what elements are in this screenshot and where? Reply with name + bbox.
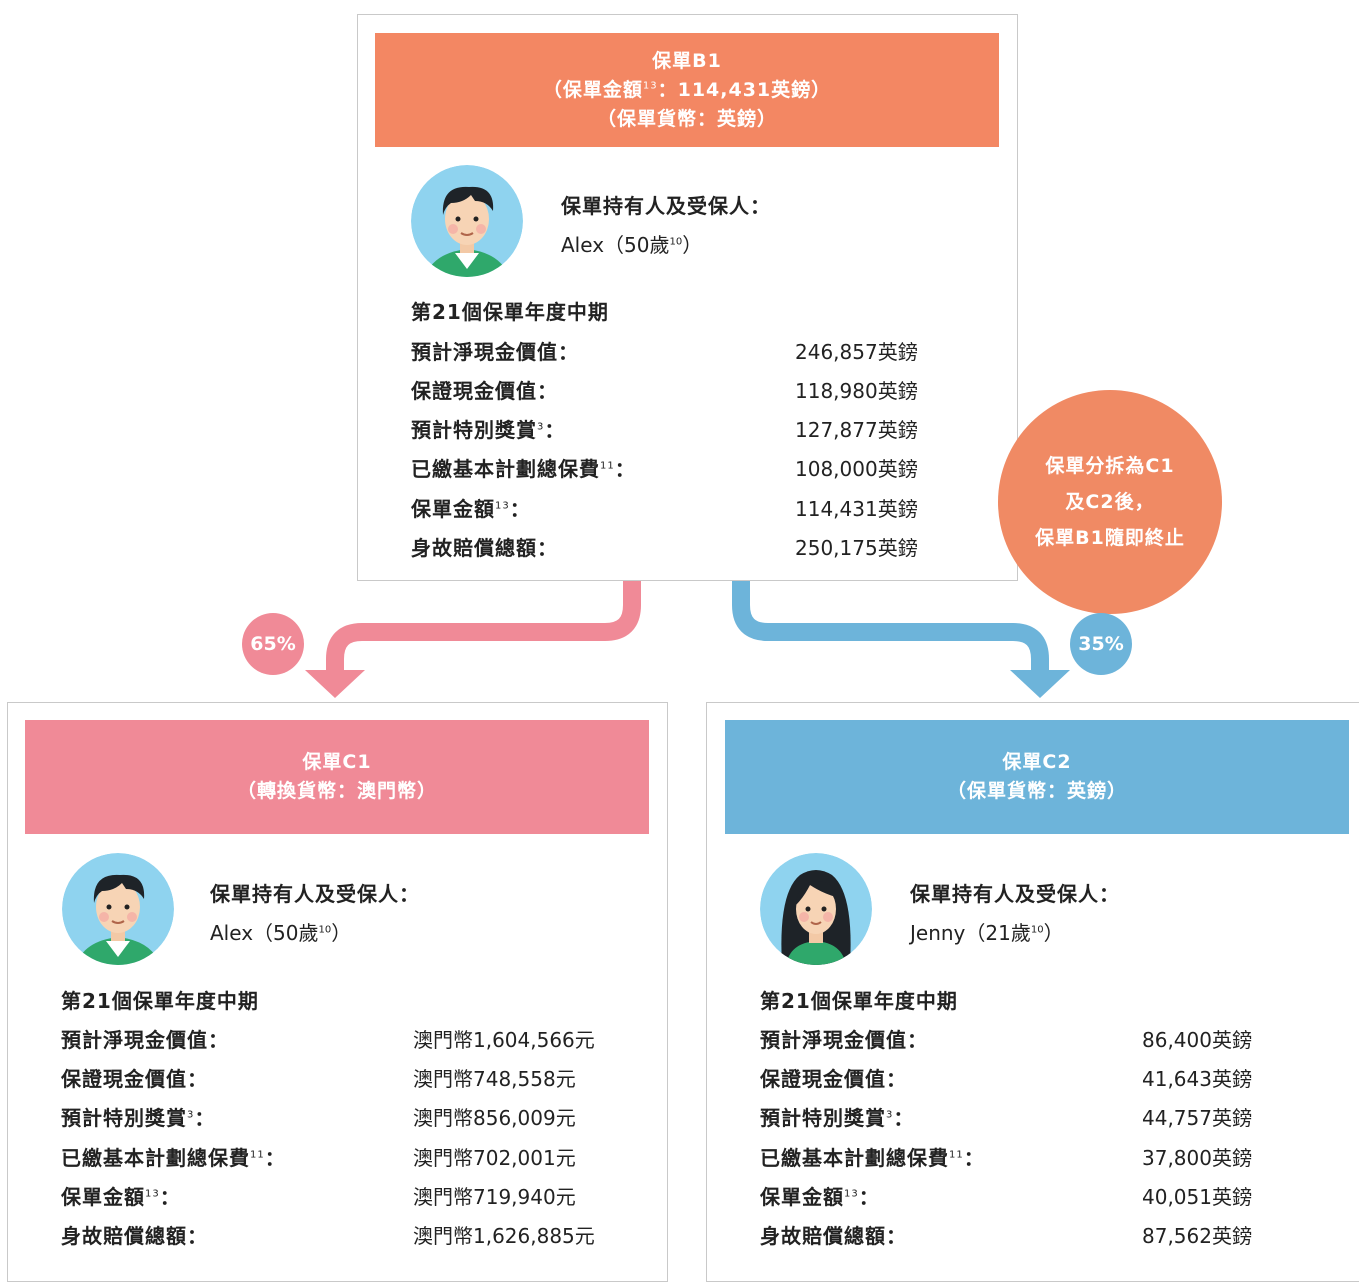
c1-row-sum: 保單金額13： 澳門幣719,940元 [61,1181,621,1211]
split-note-circle: 保單分拆為C1 及C2後， 保單B1隨即終止 [998,390,1222,614]
c1-net-cash-value: 澳門幣1,604,566元 [413,1028,595,1052]
c1-death-value: 澳門幣1,626,885元 [413,1224,595,1248]
c2-row-sum: 保單金額13： 40,051英鎊 [760,1181,1320,1211]
c2-row-guaranteed-cash: 保證現金價值： 41,643英鎊 [760,1063,1320,1093]
policy-c1-banner: 保單C1 （轉換貨幣：澳門幣） [25,720,649,834]
man-avatar-icon [62,853,174,965]
b1-row-death: 身故賠償總額： 250,175英鎊 [411,532,931,562]
b1-special-bonus-value: 127,877英鎊 [795,418,918,442]
b1-row-premium: 已繳基本計劃總保費11： 108,000英鎊 [411,453,931,483]
c2-currency: （保單貨幣：英鎊） [946,780,1127,802]
c1-connector [326,580,641,670]
c1-split-percent: 65% [242,613,304,675]
c1-row-premium: 已繳基本計劃總保費11： 澳門幣702,001元 [61,1142,621,1172]
c1-special-bonus-value: 澳門幣856,009元 [413,1106,576,1130]
policy-b1-banner: 保單B1 （保單金額13：114,431英鎊） （保單貨幣：英鎊） [375,33,999,147]
note-line-1: 保單分拆為C1 [1045,455,1175,477]
c2-holder-name: Jenny（21歲10） [910,921,1064,945]
b1-sum-line: （保單金額13：114,431英鎊） [542,78,832,101]
c2-connector [732,580,1049,670]
c2-row-special-bonus: 預計特別獎賞3： 44,757英鎊 [760,1102,1320,1132]
c2-death-value: 87,562英鎊 [1142,1224,1252,1248]
c1-period: 第21個保單年度中期 [61,989,259,1013]
b1-currency: （保單貨幣：英鎊） [596,107,777,130]
policy-c2-banner: 保單C2 （保單貨幣：英鎊） [725,720,1349,834]
b1-guaranteed-cash-value: 118,980英鎊 [795,379,918,403]
c1-guaranteed-cash-value: 澳門幣748,558元 [413,1067,576,1091]
b1-holder-name: Alex（50歲10） [561,233,703,257]
c1-row-death: 身故賠償總額： 澳門幣1,626,885元 [61,1220,621,1250]
c2-period: 第21個保單年度中期 [760,989,958,1013]
c1-holder-label: 保單持有人及受保人： [210,882,420,906]
b1-death-value: 250,175英鎊 [795,536,918,560]
b1-premium-value: 108,000英鎊 [795,457,918,481]
b1-row-guaranteed-cash: 保證現金價值： 118,980英鎊 [411,375,931,405]
woman-avatar-icon [760,853,872,965]
note-line-2: 及C2後， [1065,491,1155,513]
b1-holder-label: 保單持有人及受保人： [561,194,771,218]
c1-premium-value: 澳門幣702,001元 [413,1146,576,1170]
c2-guaranteed-cash-value: 41,643英鎊 [1142,1067,1252,1091]
c1-currency: （轉換貨幣：澳門幣） [236,780,437,802]
c2-special-bonus-value: 44,757英鎊 [1142,1106,1252,1130]
c1-row-special-bonus: 預計特別獎賞3： 澳門幣856,009元 [61,1102,621,1132]
b1-row-special-bonus: 預計特別獎賞3： 127,877英鎊 [411,414,931,444]
b1-row-sum: 保單金額13： 114,431英鎊 [411,493,931,523]
c1-holder-name: Alex（50歲10） [210,921,352,945]
man-avatar-icon [411,165,523,277]
c2-sum-value: 40,051英鎊 [1142,1185,1252,1209]
c2-split-percent: 35% [1070,613,1132,675]
c1-arrowhead [305,670,365,698]
c1-row-guaranteed-cash: 保證現金價值： 澳門幣748,558元 [61,1063,621,1093]
c1-sum-value: 澳門幣719,940元 [413,1185,576,1209]
b1-period: 第21個保單年度中期 [411,300,609,324]
c2-row-net-cash: 預計淨現金價值： 86,400英鎊 [760,1024,1320,1054]
c2-net-cash-value: 86,400英鎊 [1142,1028,1252,1052]
b1-row-net-cash: 預計淨現金價值： 246,857英鎊 [411,336,931,366]
note-line-3: 保單B1隨即終止 [1035,527,1185,549]
c2-row-premium: 已繳基本計劃總保費11： 37,800英鎊 [760,1142,1320,1172]
c2-arrowhead [1010,670,1070,698]
c1-title: 保單C1 [302,751,372,773]
c1-row-net-cash: 預計淨現金價值： 澳門幣1,604,566元 [61,1024,621,1054]
c2-title: 保單C2 [1002,751,1072,773]
b1-net-cash-value: 246,857英鎊 [795,340,918,364]
c2-row-death: 身故賠償總額： 87,562英鎊 [760,1220,1320,1250]
c2-holder-label: 保單持有人及受保人： [910,882,1120,906]
c2-premium-value: 37,800英鎊 [1142,1146,1252,1170]
b1-sum-value: 114,431英鎊 [795,497,918,521]
b1-title: 保單B1 [652,49,722,72]
